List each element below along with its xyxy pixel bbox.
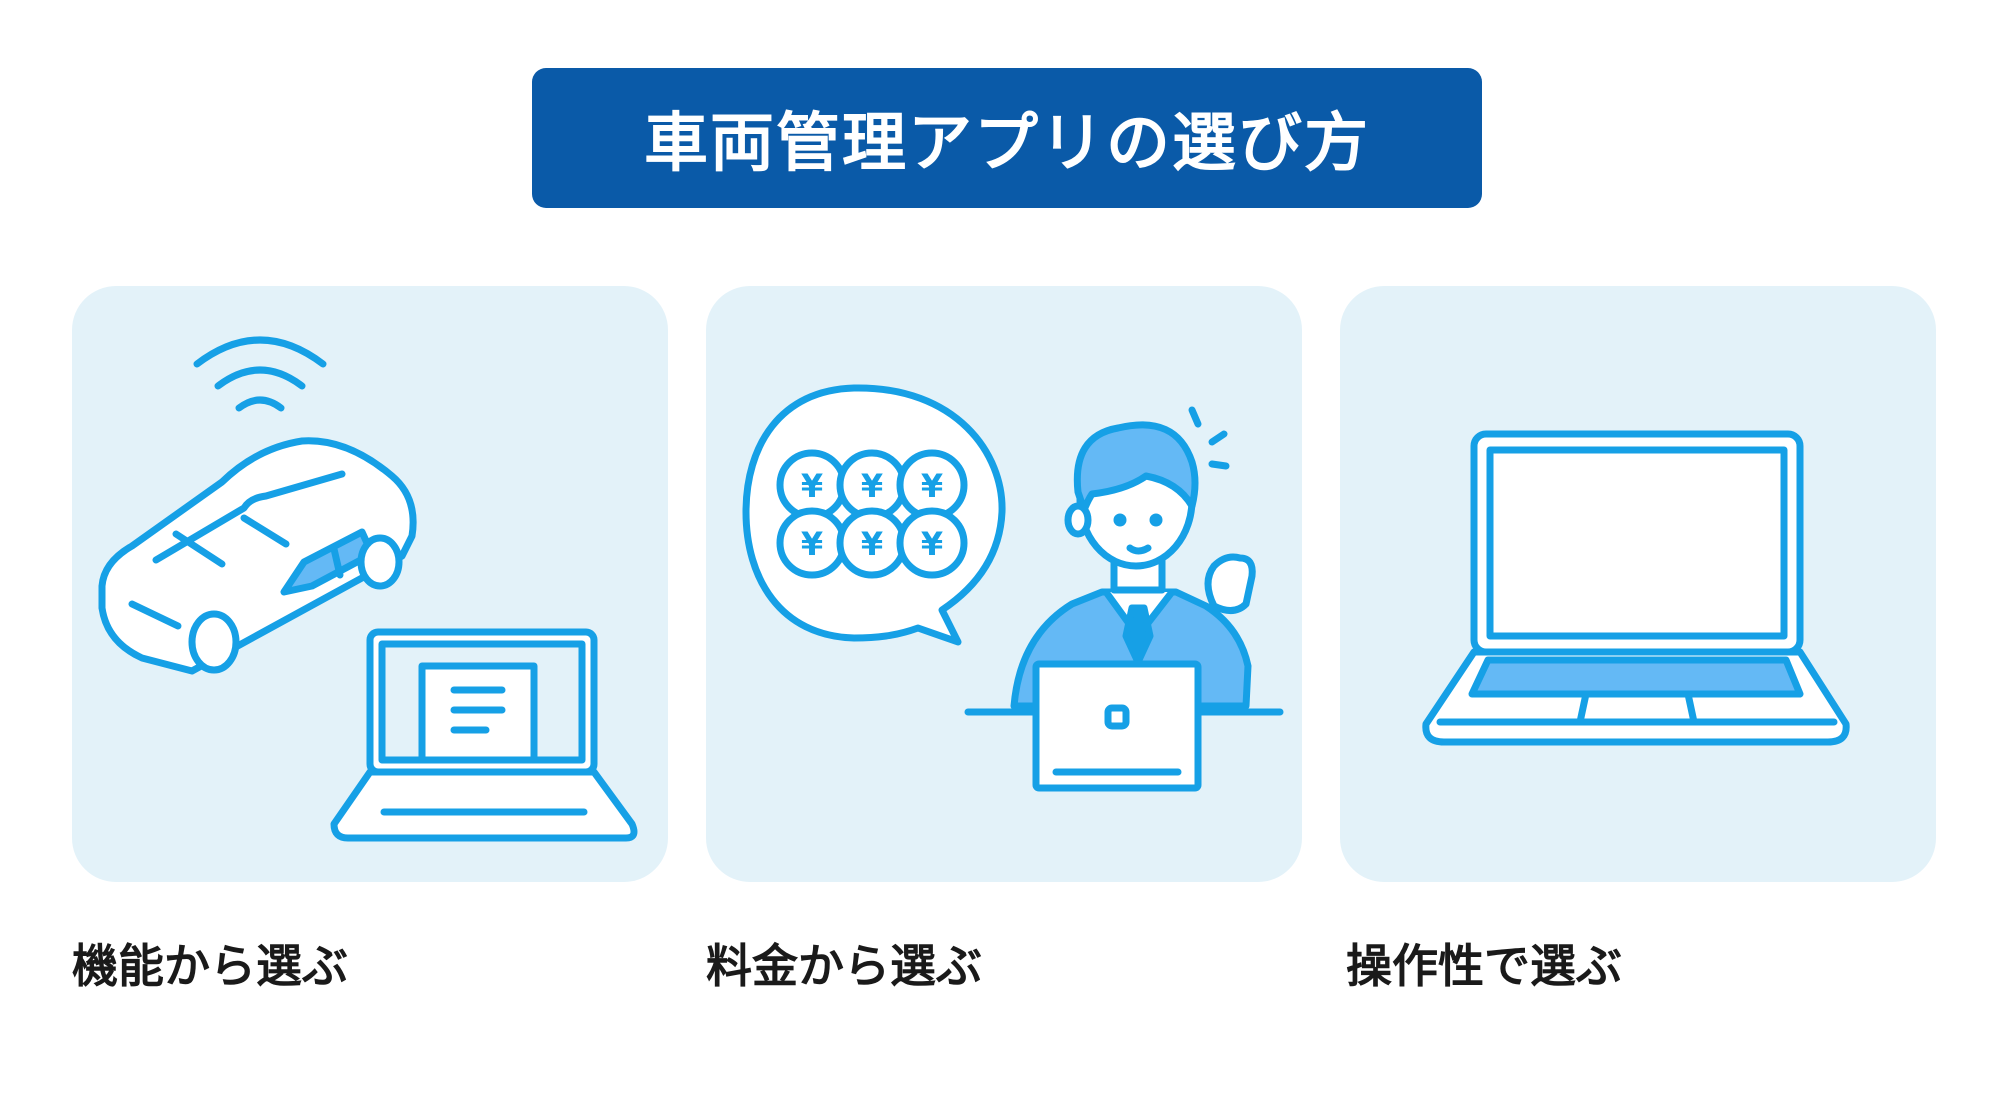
caption-usability: 操作性で選ぶ (1346, 939, 1622, 993)
card-usability (1340, 286, 1936, 882)
svg-text:¥: ¥ (801, 525, 823, 563)
svg-text:¥: ¥ (921, 467, 943, 505)
page-title: 車両管理アプリの選び方 (644, 107, 1370, 181)
svg-text:¥: ¥ (861, 525, 883, 563)
title-banner: 車両管理アプリの選び方 (532, 68, 1482, 208)
caption-features: 機能から選ぶ (72, 939, 348, 993)
laptop-icon (1422, 430, 1850, 746)
card-pricing: ¥ ¥ ¥ ¥ ¥ ¥ (706, 286, 1302, 882)
svg-text:¥: ¥ (801, 467, 823, 505)
laptop-illustration (1422, 430, 1850, 746)
businessman-coins-illustration: ¥ ¥ ¥ ¥ ¥ ¥ (742, 384, 1284, 792)
svg-text:¥: ¥ (861, 467, 883, 505)
svg-text:¥: ¥ (921, 525, 943, 563)
wifi-icon (193, 336, 327, 412)
businessman-icon (964, 406, 1284, 792)
laptop-icon (330, 628, 638, 842)
yen-coins-icon (776, 449, 968, 579)
yen-symbols: ¥ ¥ ¥ ¥ ¥ ¥ (801, 467, 943, 563)
caption-pricing: 料金から選ぶ (706, 939, 982, 993)
card-features (72, 286, 668, 882)
car-icon (98, 437, 417, 675)
connected-car-illustration (98, 336, 638, 842)
